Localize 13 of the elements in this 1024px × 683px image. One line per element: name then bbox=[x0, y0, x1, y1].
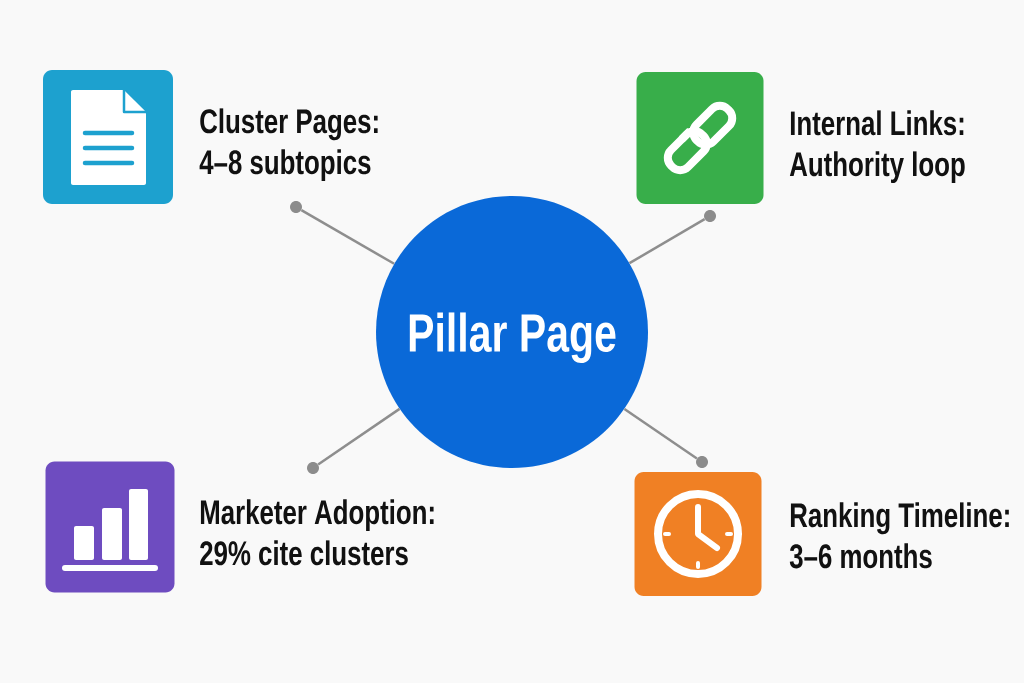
subheading: 29% cite clusters bbox=[200, 540, 408, 566]
connector-line bbox=[317, 407, 401, 466]
connector-line bbox=[628, 218, 706, 265]
connector-line bbox=[623, 407, 698, 460]
heading: Cluster Pages: bbox=[200, 108, 378, 141]
heading: Ranking Timeline: bbox=[790, 502, 1009, 535]
heading: Internal Links: bbox=[790, 110, 964, 136]
circle-node: Pillar Page bbox=[376, 196, 648, 468]
heading: Marketer Adoption: bbox=[200, 499, 434, 532]
connector-line bbox=[300, 209, 395, 265]
subheading: Authority loop bbox=[789, 151, 965, 184]
subheading: 4–8 subtopics bbox=[199, 149, 371, 182]
subheading: 3–6 months bbox=[789, 543, 932, 569]
